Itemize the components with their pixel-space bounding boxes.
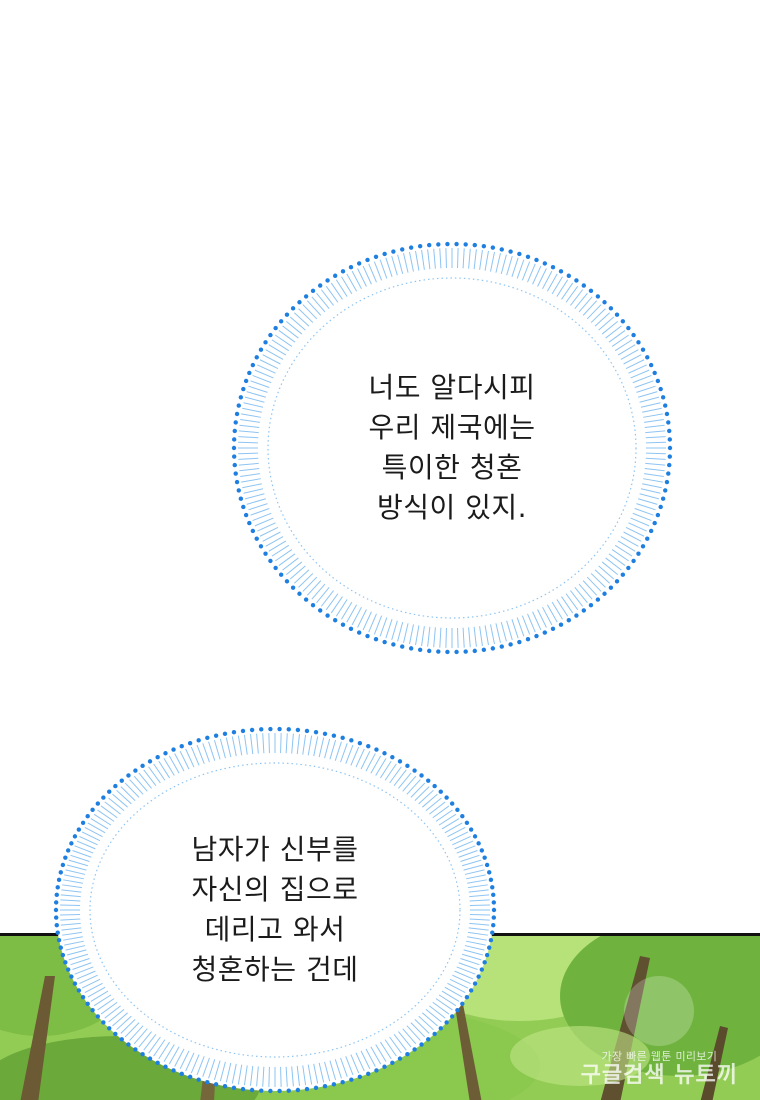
bubble-1-line-3: 특이한 청혼 (381, 451, 523, 484)
bubble-2-line-2: 자신의 집으로 (191, 873, 359, 906)
bubble-1-line-4: 방식이 있지. (376, 491, 528, 524)
bubble-2-line-1: 남자가 신부를 (191, 833, 359, 866)
watermark: 가장 빠른 웹툰 미리보기 구글검색 뉴토끼 (581, 976, 738, 1088)
speech-bubble-1: 너도 알다시피 우리 제국에는 특이한 청혼 방식이 있지. (230, 240, 674, 656)
bubble-2-line-4: 청혼하는 건데 (191, 953, 359, 986)
watermark-small-text: 가장 빠른 웹툰 미리보기 (601, 1050, 718, 1063)
bubble-1-text: 너도 알다시피 우리 제국에는 특이한 청혼 방식이 있지. (230, 240, 674, 656)
bubble-1-line-1: 너도 알다시피 (368, 371, 536, 404)
bubble-outline (231, 241, 673, 655)
speech-bubble-2: 남자가 신부를 자신의 집으로 데리고 와서 청혼하는 건데 (52, 725, 498, 1095)
rabbit-logo-icon (624, 976, 695, 1046)
bubble-outline (53, 726, 497, 1094)
bubble-1-line-2: 우리 제국에는 (368, 411, 536, 444)
watermark-big-text: 구글검색 뉴토끼 (580, 1063, 738, 1088)
bubble-2-text: 남자가 신부를 자신의 집으로 데리고 와서 청혼하는 건데 (52, 725, 498, 1095)
bubble-2-line-3: 데리고 와서 (204, 913, 346, 946)
